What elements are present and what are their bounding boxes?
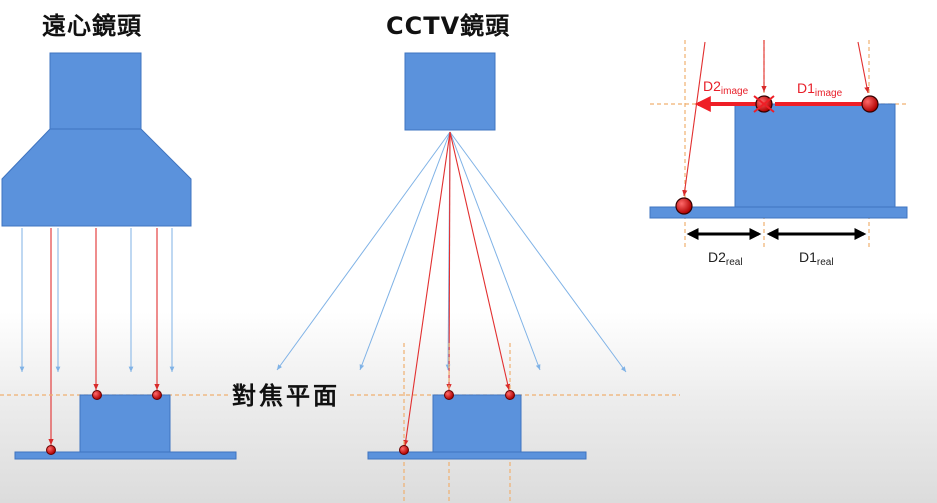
inset-object-box <box>734 103 896 208</box>
cctv-lens-box <box>404 52 496 131</box>
inset-dot-floor <box>675 197 693 215</box>
telecentric-focus-dots <box>46 390 162 455</box>
focal-plane-label: 對焦平面 <box>232 382 340 410</box>
telecentric-blue-rays <box>19 228 175 372</box>
telecentric-object-box <box>79 394 171 453</box>
cctv-object-box <box>432 394 522 453</box>
inset-dot-far <box>861 95 879 113</box>
telecentric-lens-title: 遠心鏡頭 <box>42 12 142 40</box>
inset-base-plate <box>649 206 908 219</box>
cctv-base-plate <box>367 451 587 460</box>
d1-real-label: D1real <box>799 249 834 268</box>
d2-real-label: D2real <box>708 249 743 268</box>
cctv-blue-rays <box>276 131 627 373</box>
telecentric-base-plate <box>14 451 237 460</box>
inset-diagram <box>649 40 908 250</box>
d2-image-label: D2image <box>703 78 749 97</box>
telecentric-lens-group <box>1 52 192 227</box>
telecentric-red-rays <box>48 228 160 445</box>
cctv-focus-dots <box>399 390 515 455</box>
telecentric-lens-barrel <box>49 52 142 130</box>
d1-image-label: D1image <box>797 80 843 99</box>
telecentric-lens-body <box>1 128 192 227</box>
cctv-lens-title: CCTV鏡頭 <box>386 12 511 40</box>
